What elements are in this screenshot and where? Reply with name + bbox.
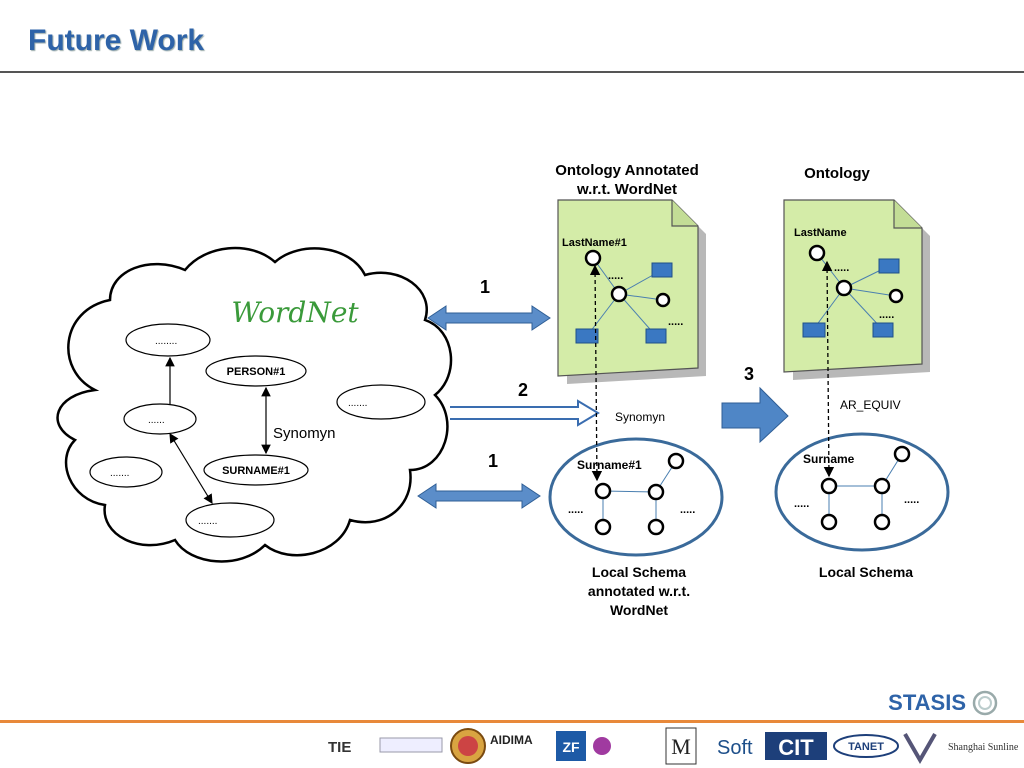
annotated-ontology-document xyxy=(557,199,706,384)
partner-logos: TIE AIDIMA ZF M Soft CIT TANET Shanghai … xyxy=(328,727,1019,765)
logo-tanet-ellipse xyxy=(833,734,899,758)
svg-text:.....: ..... xyxy=(668,316,683,328)
annotated-ontology-node-label: LastName#1 xyxy=(562,237,627,249)
wordnet-node-6: ....... xyxy=(89,456,163,488)
annotated-schema-caption-2: annotated w.r.t. xyxy=(588,583,690,599)
svg-text:.....: ..... xyxy=(680,504,695,516)
svg-text:.....: ..... xyxy=(879,309,894,321)
logo-zf: ZF xyxy=(562,739,580,755)
ontology-lastname-node xyxy=(808,244,826,262)
logo-soft: Soft xyxy=(717,737,753,759)
step-3-label: 3 xyxy=(744,364,754,384)
page-title: Future Work xyxy=(28,24,205,57)
svg-text:........: ........ xyxy=(155,336,177,347)
svg-text:PERSON#1: PERSON#1 xyxy=(227,366,286,378)
tsinghua-logo xyxy=(593,737,611,755)
ontology-node-label: LastName xyxy=(794,227,847,239)
stasis-brand: STASIS xyxy=(888,690,998,716)
v-logo xyxy=(903,733,937,765)
diagram-canvas: WordNet ........ PERSON#1 ...... Synomyn… xyxy=(56,162,950,618)
svg-text:SURNAME#1: SURNAME#1 xyxy=(222,465,290,477)
svg-text:.....: ..... xyxy=(904,494,919,506)
equiv-dashed-link xyxy=(821,260,835,478)
footer-divider xyxy=(0,720,1024,723)
equiv-link-label: AR_EQUIV xyxy=(840,398,901,412)
transform-arrow xyxy=(721,386,789,444)
wordnet-node-1: ........ xyxy=(125,323,211,357)
annotated-schema-caption-3: WordNet xyxy=(610,602,668,618)
bidirectional-arrow-bottom xyxy=(417,483,541,509)
wordnet-node-7: ....... xyxy=(336,384,426,420)
synonym-label: Synomyn xyxy=(273,425,336,442)
annotated-ontology-caption-1: Ontology Annotated xyxy=(555,162,699,179)
step-2-label: 2 xyxy=(518,380,528,400)
synonym-link-label: Synomyn xyxy=(615,410,665,424)
surname-node xyxy=(594,482,612,500)
title-divider xyxy=(0,71,1024,73)
logo-mariner: M xyxy=(671,734,691,759)
svg-text:.......: ....... xyxy=(348,398,367,409)
bidirectional-arrow-top xyxy=(427,305,551,331)
logo-placeholder xyxy=(379,737,443,753)
wordnet-node-person: PERSON#1 xyxy=(205,355,307,387)
step-1-top-label: 1 xyxy=(480,277,490,297)
logo-zf-box xyxy=(556,731,586,761)
logo-cit-box xyxy=(765,732,827,760)
wordnet-node-8: ....... xyxy=(185,502,275,538)
ontology-caption: Ontology xyxy=(804,165,870,182)
annotated-ontology-caption-2: w.r.t. WordNet xyxy=(576,181,677,198)
svg-text:.......: ....... xyxy=(198,516,217,527)
annotated-schema-caption-1: Local Schema xyxy=(592,564,686,580)
svg-text:.....: ..... xyxy=(608,270,623,282)
svg-text:......: ...... xyxy=(148,415,165,426)
local-schema-caption: Local Schema xyxy=(819,564,913,580)
synonym-dashed-link xyxy=(589,264,603,482)
logo-tanet: TANET xyxy=(848,741,884,753)
logo-tie: TIE xyxy=(328,739,351,756)
svg-text:.....: ..... xyxy=(568,504,583,516)
local-schema xyxy=(774,432,950,552)
wordnet-node-3: ...... xyxy=(123,403,197,435)
wordnet-logo: WordNet xyxy=(231,296,359,329)
brand-text: STASIS xyxy=(888,690,966,715)
synonym-arrow xyxy=(450,399,600,427)
wordnet-node-surname: SURNAME#1 xyxy=(203,454,309,486)
swirl-icon xyxy=(972,690,998,716)
logo-cit: CIT xyxy=(778,735,814,760)
annotated-schema-node-label: Surname#1 xyxy=(577,458,642,472)
lastname-node xyxy=(584,249,602,267)
svg-text:.....: ..... xyxy=(794,498,809,510)
svg-text:.......: ....... xyxy=(110,468,129,479)
logo-aidima: AIDIMA xyxy=(490,733,533,747)
annotated-local-schema xyxy=(548,437,724,557)
step-1-bottom-label: 1 xyxy=(488,451,498,471)
svg-text:.....: ..... xyxy=(834,262,849,274)
logo-sunline: Shanghai Sunline xyxy=(948,742,1019,753)
logo-m-box xyxy=(665,727,697,765)
